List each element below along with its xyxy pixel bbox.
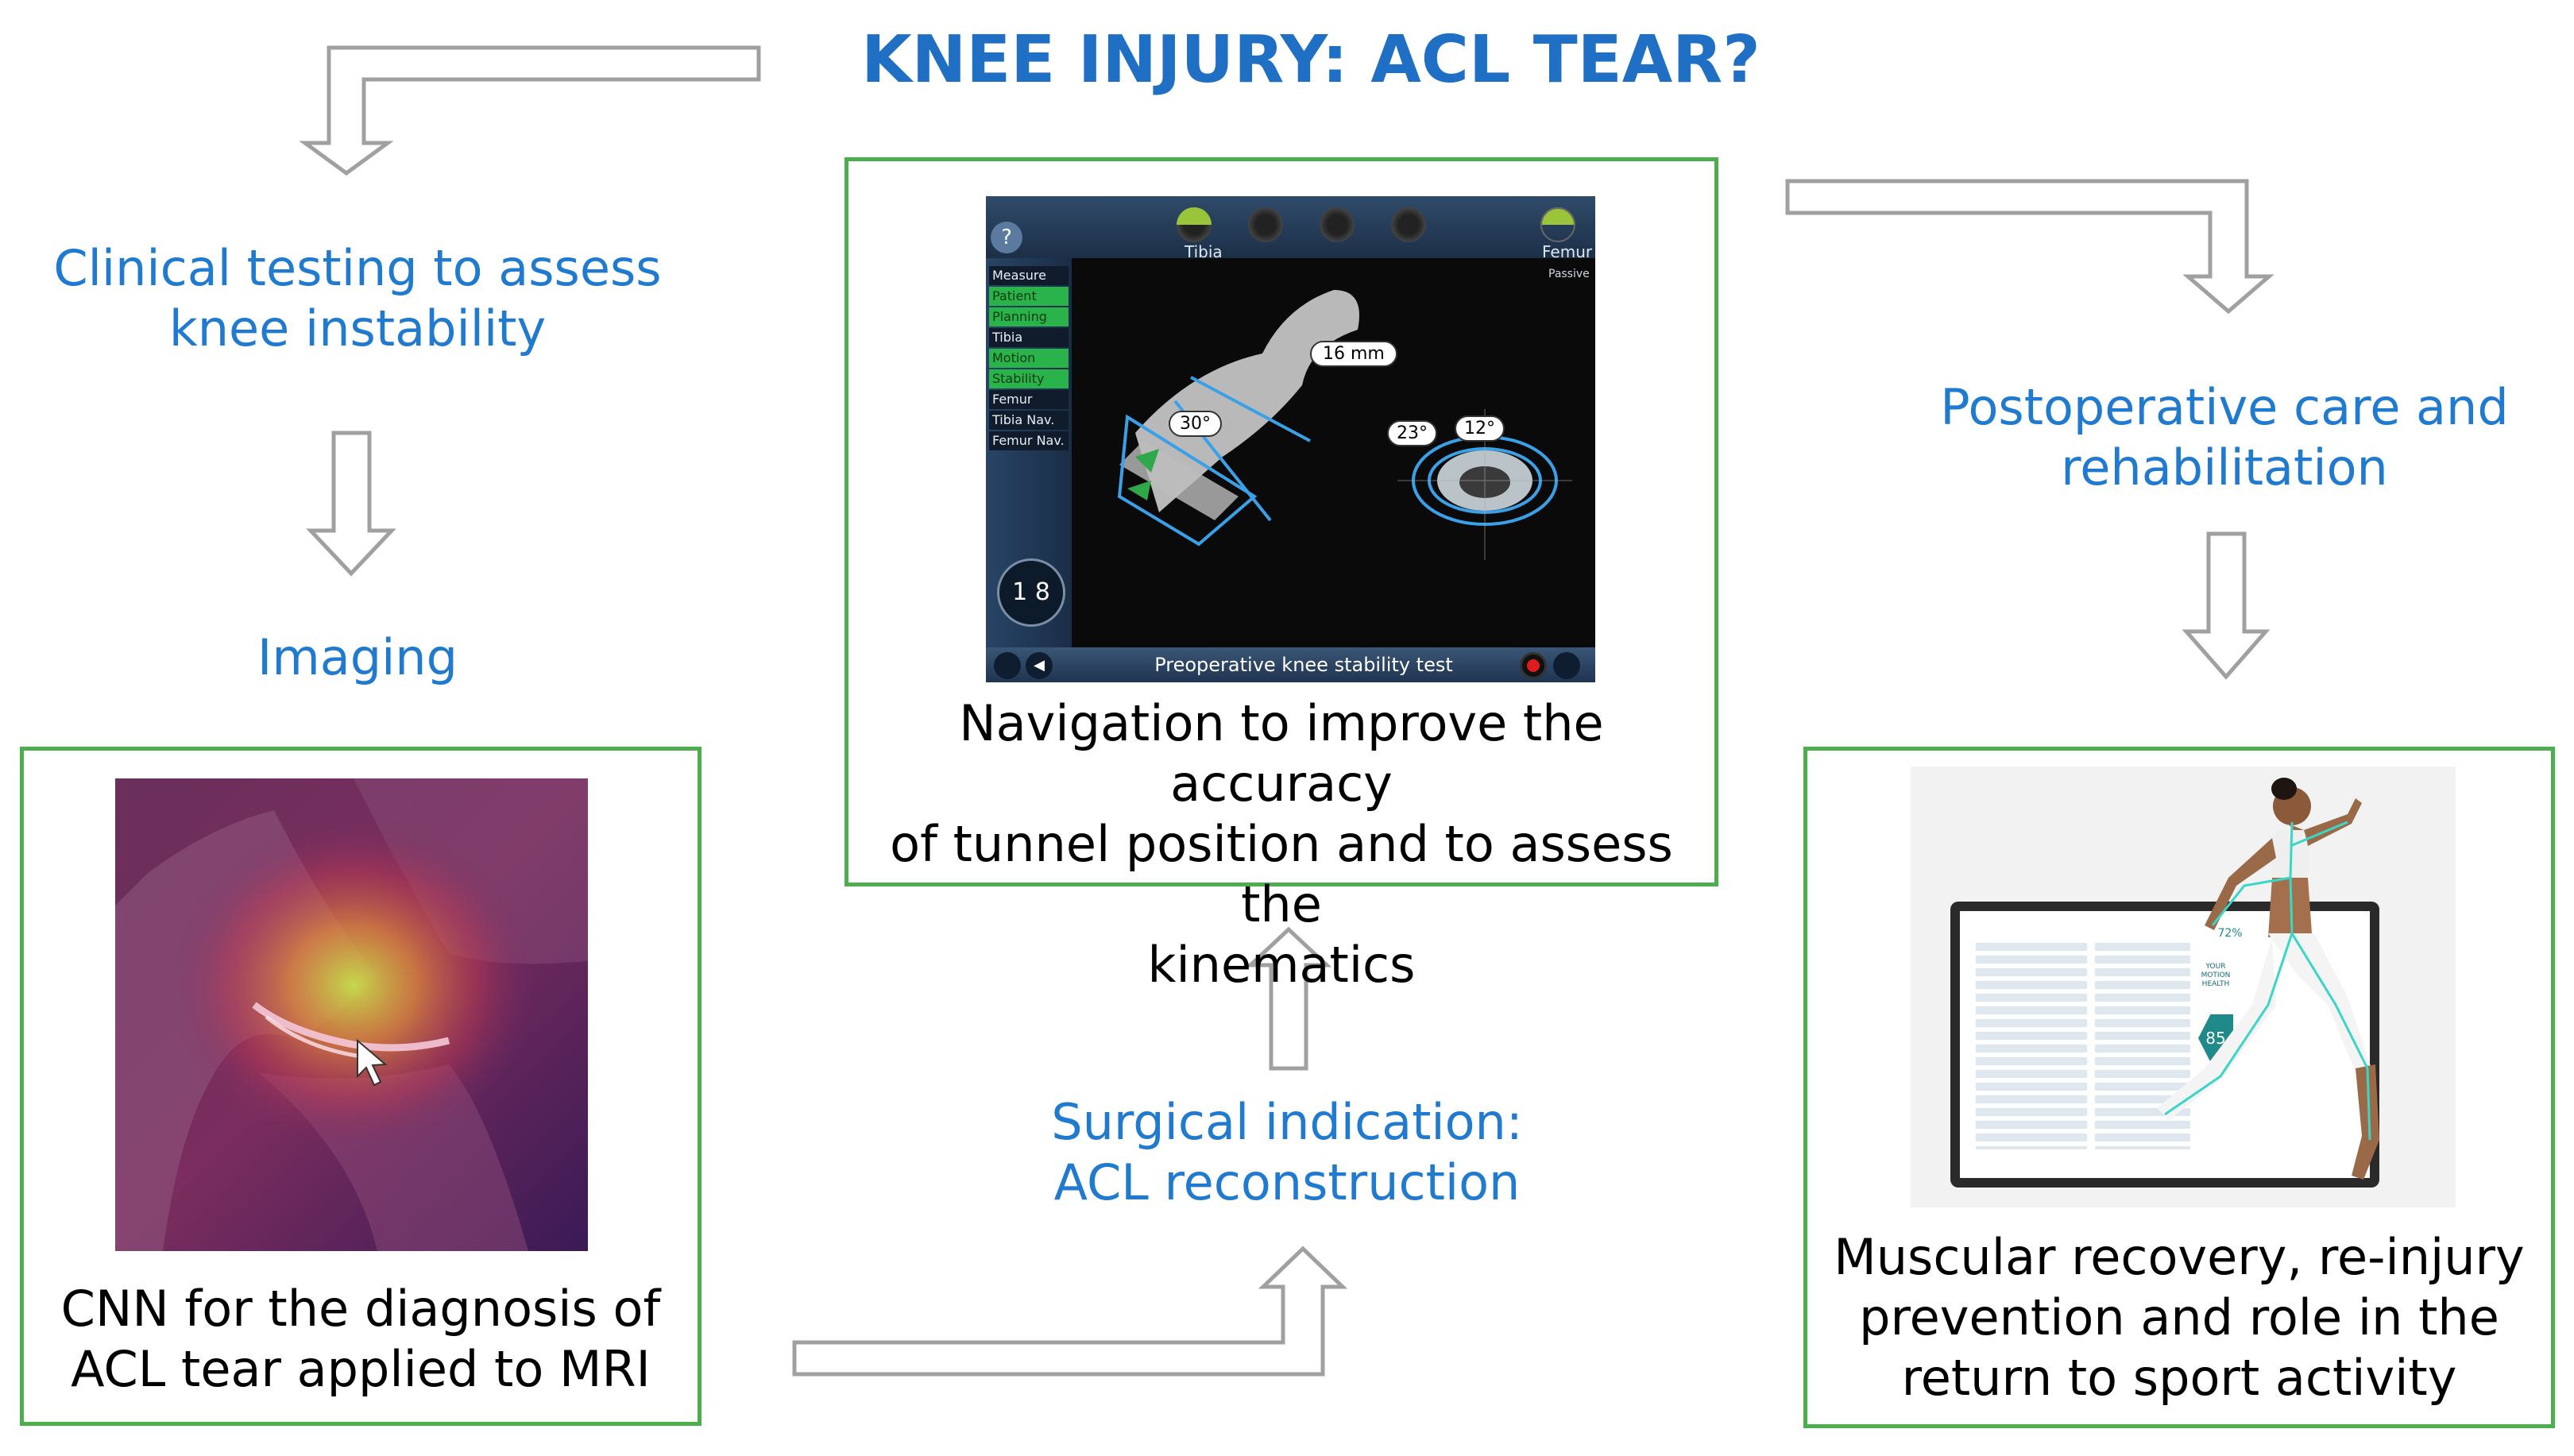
femur-light-icon — [1540, 207, 1575, 242]
nav-menu-item[interactable]: Femur Nav. — [989, 431, 1069, 450]
step-postoperative-care: Postoperative care and rehabilitation — [1923, 377, 2526, 498]
play-left-icon[interactable]: ◀ — [1026, 652, 1053, 679]
motion-health-label: YOUR MOTION HEALTH — [2192, 963, 2240, 989]
arrow-navigation-to-postop — [1785, 179, 2274, 315]
cnn-caption: CNN for the diagnosis of ACL tear applie… — [24, 1279, 698, 1400]
help-icon[interactable]: ? — [991, 222, 1022, 253]
step-surgical-line-1: Surgical indication: — [1051, 1093, 1523, 1151]
navigation-caption-line-3: kinematics — [1147, 936, 1416, 994]
nav-menu-item[interactable]: Planning — [989, 307, 1069, 326]
motion-label-3: HEALTH — [2201, 980, 2230, 988]
step-clinical-line-2: knee instability — [168, 299, 547, 357]
distance-badge: 16 mm — [1310, 341, 1397, 367]
nav-footer-label: Preoperative knee stability test — [1154, 654, 1453, 676]
arrow-title-to-clinical — [299, 45, 761, 176]
nav-menu-item[interactable]: Tibia — [989, 328, 1069, 347]
status-light-icon — [1320, 207, 1355, 242]
box-rehabilitation: 72% YOUR MOTION HEALTH 85 — [1803, 747, 2555, 1428]
arrow-surgical-to-navigation — [1245, 926, 1332, 1071]
back-button[interactable] — [994, 652, 1021, 679]
rehab-caption-line-2: prevention and role in the — [1859, 1288, 2499, 1346]
step-imaging: Imaging — [257, 628, 458, 686]
runner-figure — [2157, 778, 2379, 1180]
nav-menu-item[interactable]: Measure — [989, 266, 1069, 285]
step-surgical-indication: Surgical indication: ACL reconstruction — [977, 1092, 1597, 1213]
arrow-clinical-to-imaging — [306, 431, 396, 577]
nav-menu-item[interactable]: Femur — [989, 390, 1069, 409]
navigation-caption: Navigation to improve the accuracy of tu… — [848, 693, 1714, 995]
step-clinical-testing: Clinical testing to assess knee instabil… — [48, 238, 667, 359]
motion-label-1: YOUR — [2205, 963, 2226, 971]
angle-badge-2: 23° — [1387, 420, 1437, 446]
cnn-caption-line-1: CNN for the diagnosis of — [60, 1280, 661, 1338]
rehab-caption: Muscular recovery, re-injury prevention … — [1807, 1227, 2551, 1408]
next-button[interactable] — [1553, 652, 1580, 679]
record-button[interactable] — [1520, 652, 1547, 679]
record-icon — [1527, 659, 1540, 672]
mode-label: Passive — [1548, 268, 1590, 280]
rehab-caption-line-1: Muscular recovery, re-injury — [1834, 1228, 2525, 1286]
nav-menu-item[interactable]: Motion — [989, 349, 1069, 368]
status-light-icon — [1391, 207, 1426, 242]
nav-topbar — [986, 196, 1595, 258]
mri-heatmap-image — [115, 778, 588, 1251]
page-title: KNEE INJURY: ACL TEAR? — [861, 22, 1760, 98]
rehab-caption-line-3: return to sport activity — [1901, 1349, 2457, 1407]
angle-badge-1: 30° — [1169, 411, 1222, 437]
tibia-indicator-icon — [1177, 207, 1212, 225]
percent-value: 72% — [2217, 927, 2243, 940]
cnn-caption-line-2: ACL tear applied to MRI — [71, 1340, 651, 1398]
tibia-label: Tibia — [1185, 242, 1223, 261]
step-postop-line-1: Postoperative care and — [1940, 378, 2509, 436]
counter-dial: 1 8 — [997, 558, 1065, 627]
nav-bottombar — [986, 647, 1595, 682]
step-postop-line-2: rehabilitation — [2061, 438, 2388, 496]
navigation-caption-line-2: of tunnel position and to assess the — [890, 815, 1673, 933]
status-light-icon — [1248, 207, 1283, 242]
femur-label: Femur — [1542, 242, 1593, 261]
navigation-caption-line-1: Navigation to improve the accuracy — [959, 694, 1604, 813]
nav-menu-item[interactable]: Patient — [989, 287, 1069, 306]
step-surgical-line-2: ACL reconstruction — [1053, 1153, 1521, 1211]
arrow-postop-to-rehab — [2182, 531, 2271, 680]
knee-model-illustration — [1117, 290, 1572, 560]
box-cnn-diagnosis: CNN for the diagnosis of ACL tear applie… — [20, 747, 701, 1426]
arrow-cnn-to-surgical — [792, 1246, 1348, 1377]
step-clinical-line-1: Clinical testing to assess — [53, 239, 662, 297]
angle-badge-3: 12° — [1455, 415, 1505, 442]
motion-label-2: MOTION — [2201, 971, 2231, 979]
rehab-monitor-image: 72% YOUR MOTION HEALTH 85 — [1911, 767, 2456, 1207]
nav-menu-item[interactable]: Tibia Nav. — [989, 411, 1069, 430]
data-table — [1976, 943, 2087, 1149]
nav-menu-item[interactable]: Stability — [989, 369, 1069, 388]
